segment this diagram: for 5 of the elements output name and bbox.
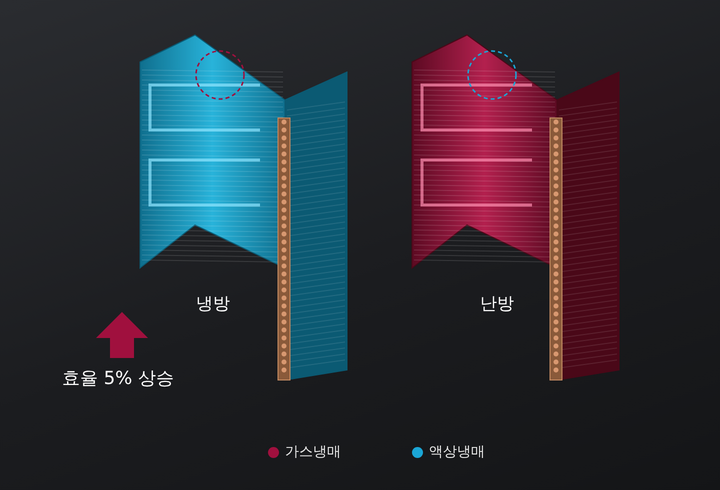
legend-label: 가스냉매: [285, 443, 341, 461]
efficiency-label: 효율 5% 상승: [62, 367, 174, 390]
legend-label: 액상냉매: [429, 443, 485, 461]
mode-label: 냉방: [196, 293, 230, 315]
mode-label: 난방: [480, 293, 514, 315]
